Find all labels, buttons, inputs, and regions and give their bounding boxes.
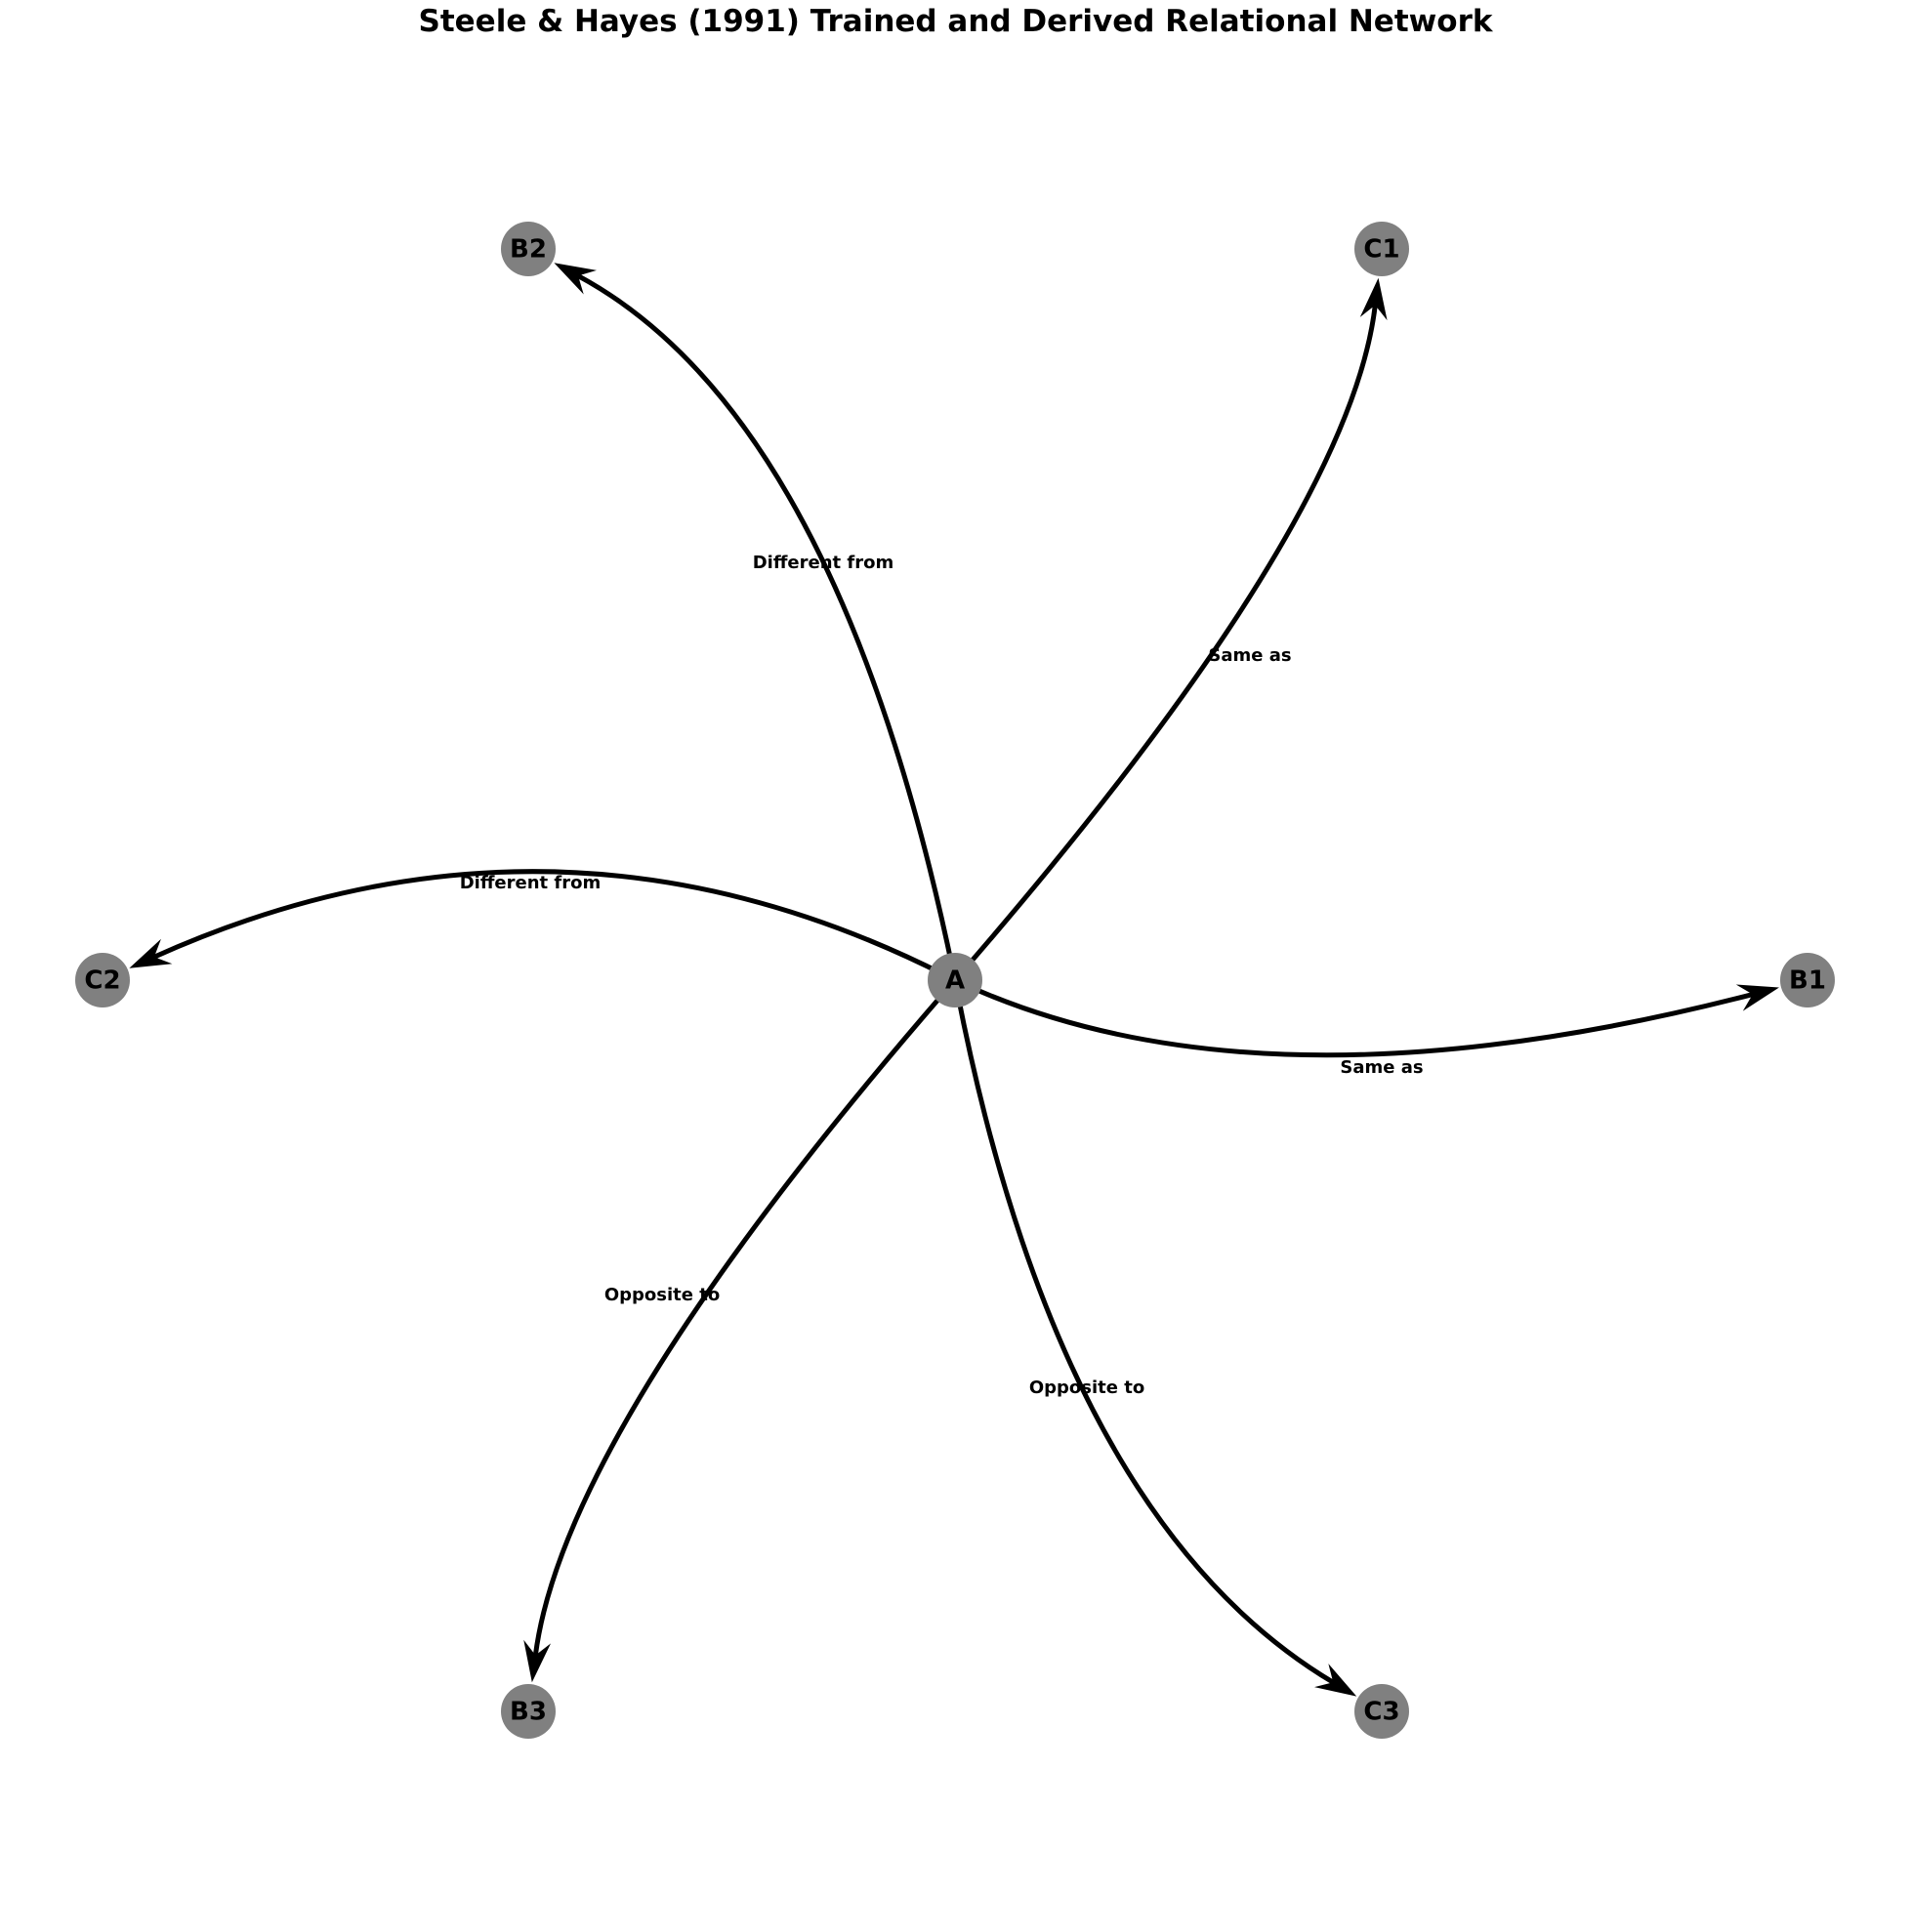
edge-A-B1 — [961, 981, 1756, 1058]
node-C1: C1 — [1354, 222, 1409, 276]
node-label-A: A — [945, 966, 965, 996]
node-circle-B2 — [501, 222, 556, 276]
node-label-C3: C3 — [1363, 1698, 1399, 1727]
node-label-B2: B2 — [510, 235, 547, 265]
node-B2: B2 — [501, 222, 556, 276]
arrowhead-A-B1 — [1735, 984, 1779, 1011]
node-label-C1: C1 — [1363, 235, 1399, 265]
diagram-title: Steele & Hayes (1991) Trained and Derive… — [418, 4, 1493, 39]
node-circle-C1 — [1354, 222, 1409, 276]
edge-label-A-C3: Opposite to — [1029, 1377, 1144, 1398]
arrowhead-A-C3 — [1314, 1664, 1357, 1697]
edge-label-A-B2: Different from — [753, 553, 894, 573]
node-circle-B3 — [501, 1684, 556, 1739]
edge-layer — [129, 263, 1779, 1697]
node-label-B1: B1 — [1789, 966, 1826, 996]
edge-A-C3 — [954, 987, 1336, 1685]
node-circle-A — [928, 953, 982, 1007]
node-B3: B3 — [501, 1684, 556, 1739]
edge-label-A-C2: Different from — [460, 873, 602, 893]
edge-label-A-B3: Opposite to — [604, 1285, 720, 1305]
edge-A-C1 — [959, 303, 1378, 975]
arrowhead-A-C2 — [129, 938, 173, 968]
node-label-B3: B3 — [510, 1698, 547, 1727]
node-C3: C3 — [1354, 1684, 1409, 1739]
node-circle-C3 — [1354, 1684, 1409, 1739]
edge-A-B2 — [575, 273, 956, 973]
node-label-C2: C2 — [84, 966, 120, 996]
node-B1: B1 — [1780, 953, 1835, 1007]
node-C2: C2 — [75, 953, 130, 1007]
edge-label-A-C1: Same as — [1208, 645, 1291, 666]
edge-label-A-B1: Same as — [1340, 1057, 1423, 1078]
node-circle-C2 — [75, 953, 130, 1007]
arrowhead-A-B3 — [523, 1639, 552, 1683]
edge-A-C2 — [151, 869, 949, 978]
node-circle-B1 — [1780, 953, 1835, 1007]
edge-A-B3 — [532, 985, 951, 1658]
node-A: A — [928, 953, 982, 1007]
arrowhead-A-C1 — [1359, 277, 1388, 321]
arrowhead-A-B2 — [554, 263, 598, 295]
